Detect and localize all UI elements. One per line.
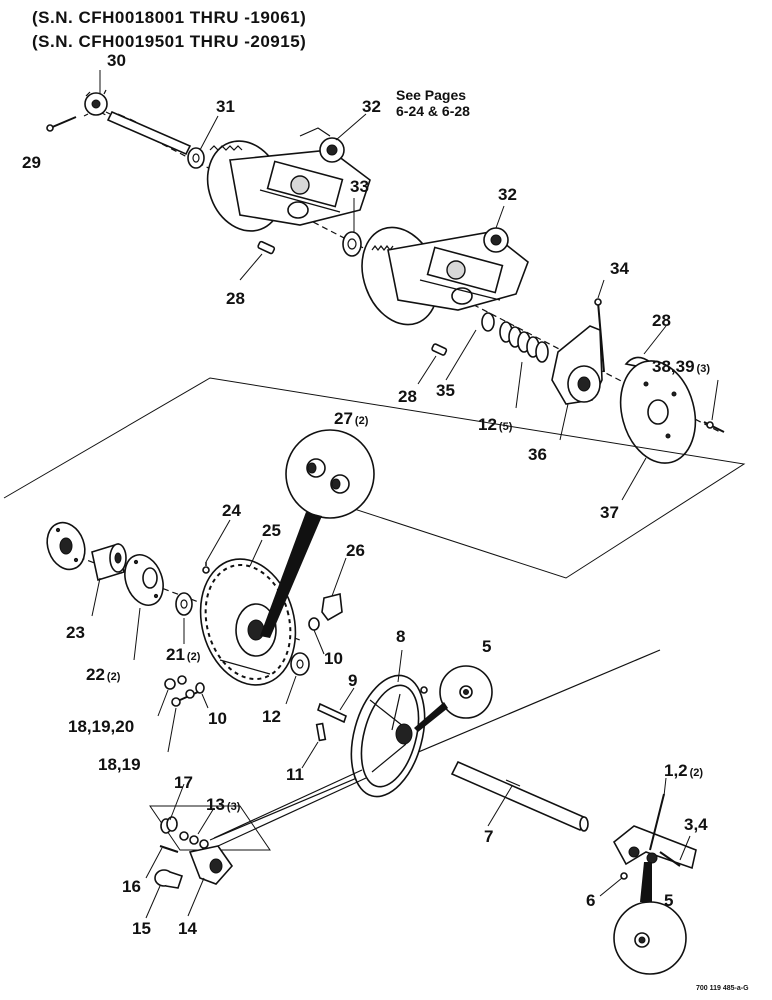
callout-5-lower: 5 bbox=[664, 891, 673, 910]
callout-10-left: 10 bbox=[208, 709, 227, 728]
callout-32-lower: 32 bbox=[498, 185, 517, 204]
part-5-detail-circle-upper bbox=[414, 665, 493, 732]
part-5-detail-circle-lower bbox=[613, 862, 687, 975]
callout-29: 29 bbox=[22, 153, 41, 172]
part-35-washer bbox=[481, 312, 495, 332]
part-18-19-20-nuts bbox=[164, 675, 199, 707]
callout-28-right: 28 bbox=[652, 311, 671, 330]
part-1-2-bolt bbox=[649, 793, 665, 851]
callout-3-4: 3,4 bbox=[684, 815, 708, 834]
callout-35: 35 bbox=[436, 381, 455, 400]
part-17-spring bbox=[160, 816, 178, 834]
callout-18-19-20: 18,19,20 bbox=[68, 717, 134, 736]
callout-15: 15 bbox=[132, 919, 151, 938]
part-34-bolt bbox=[594, 298, 605, 373]
note-page-range: 6-24 & 6-28 bbox=[396, 103, 470, 119]
part-15-block bbox=[154, 869, 184, 889]
part-36-bracket bbox=[551, 325, 603, 405]
callout-28-mid: 28 bbox=[398, 387, 417, 406]
part-7-shaft bbox=[450, 760, 589, 832]
callout-labels: 30 31 29 32 See Pages 6-24 & 6-28 33 32 … bbox=[22, 51, 749, 992]
part-29-pin bbox=[49, 116, 77, 129]
part-11-pin bbox=[315, 722, 327, 742]
callout-37: 37 bbox=[600, 503, 619, 522]
leader-lines bbox=[91, 70, 719, 919]
part-27-detail-circle bbox=[260, 429, 375, 638]
part-30-gear bbox=[83, 89, 111, 117]
note-see-pages: See Pages bbox=[396, 87, 466, 103]
callout-30: 30 bbox=[107, 51, 126, 70]
part-25-sprocket bbox=[199, 558, 297, 686]
part-16-pin bbox=[159, 845, 179, 853]
callout-31: 31 bbox=[216, 97, 235, 116]
upper-assembly bbox=[46, 89, 725, 464]
callout-18-19: 18,19 bbox=[98, 755, 141, 774]
part-9-pin bbox=[317, 702, 347, 724]
callout-13: 13(3) bbox=[206, 795, 241, 814]
sprocket-assembly bbox=[46, 429, 375, 707]
part-8-wheel bbox=[350, 674, 426, 798]
callout-22: 22(2) bbox=[86, 665, 121, 684]
part-21-bushing bbox=[175, 592, 193, 616]
assembly-outline bbox=[3, 377, 746, 579]
part-12-washer bbox=[290, 652, 310, 676]
callout-24: 24 bbox=[222, 501, 241, 520]
part-12-spring-washers bbox=[499, 321, 549, 363]
part-33-bushing bbox=[342, 231, 362, 257]
callout-36: 36 bbox=[528, 445, 547, 464]
callout-8: 8 bbox=[396, 627, 405, 646]
callout-5-upper: 5 bbox=[482, 637, 491, 656]
serial-range-2: (S.N. CFH0019501 THRU -20915) bbox=[32, 32, 307, 51]
part-32-knotter-lower bbox=[361, 226, 529, 326]
part-shaft bbox=[106, 110, 192, 156]
part-14-knife bbox=[188, 845, 234, 885]
wheel-assembly bbox=[209, 649, 697, 975]
part-13-washers bbox=[179, 831, 209, 849]
callout-26: 26 bbox=[346, 541, 365, 560]
part-3-4-bolt bbox=[659, 851, 681, 867]
part-28-key-a bbox=[257, 240, 276, 255]
callout-9: 9 bbox=[348, 671, 357, 690]
part-24-fitting bbox=[202, 562, 210, 574]
callout-25: 25 bbox=[262, 521, 281, 540]
callout-10-right: 10 bbox=[324, 649, 343, 668]
callout-32-upper: 32 bbox=[362, 97, 381, 116]
part-bearing bbox=[91, 542, 127, 582]
part-38-39-bolt bbox=[703, 421, 725, 433]
part-10-washer-b bbox=[195, 682, 205, 694]
part-23-flange bbox=[46, 521, 86, 571]
callout-12-lower: 12 bbox=[262, 707, 281, 726]
callout-17: 17 bbox=[174, 773, 193, 792]
callout-6: 6 bbox=[586, 891, 595, 910]
callout-16: 16 bbox=[122, 877, 141, 896]
knife-assembly bbox=[149, 805, 271, 889]
part-6-bracket bbox=[612, 825, 697, 870]
serial-range-1: (S.N. CFH0018001 THRU -19061) bbox=[32, 8, 307, 27]
callout-21: 21(2) bbox=[166, 645, 201, 664]
callout-11: 11 bbox=[286, 765, 304, 784]
callout-28-upper: 28 bbox=[226, 289, 245, 308]
part-28-key-b bbox=[431, 343, 448, 356]
callout-33: 33 bbox=[350, 177, 369, 196]
callout-14: 14 bbox=[178, 919, 197, 938]
part-37-plate bbox=[619, 360, 697, 464]
part-32-knotter-upper bbox=[206, 127, 371, 232]
drawing-code: 700 119 485-a-G bbox=[696, 985, 749, 992]
callout-7: 7 bbox=[484, 827, 493, 846]
callout-27: 27(2) bbox=[334, 409, 369, 428]
callout-23: 23 bbox=[66, 623, 85, 642]
callout-38-39: 38,39(3) bbox=[652, 357, 710, 376]
part-22-flange bbox=[124, 554, 164, 606]
part-10-washer-a bbox=[308, 617, 320, 631]
callout-1-2: 1,2(2) bbox=[664, 761, 703, 780]
callout-34: 34 bbox=[610, 259, 629, 278]
part-31-washer bbox=[187, 147, 205, 169]
part-26-tab bbox=[321, 593, 343, 622]
callout-12-upper: 12(5) bbox=[478, 415, 513, 434]
